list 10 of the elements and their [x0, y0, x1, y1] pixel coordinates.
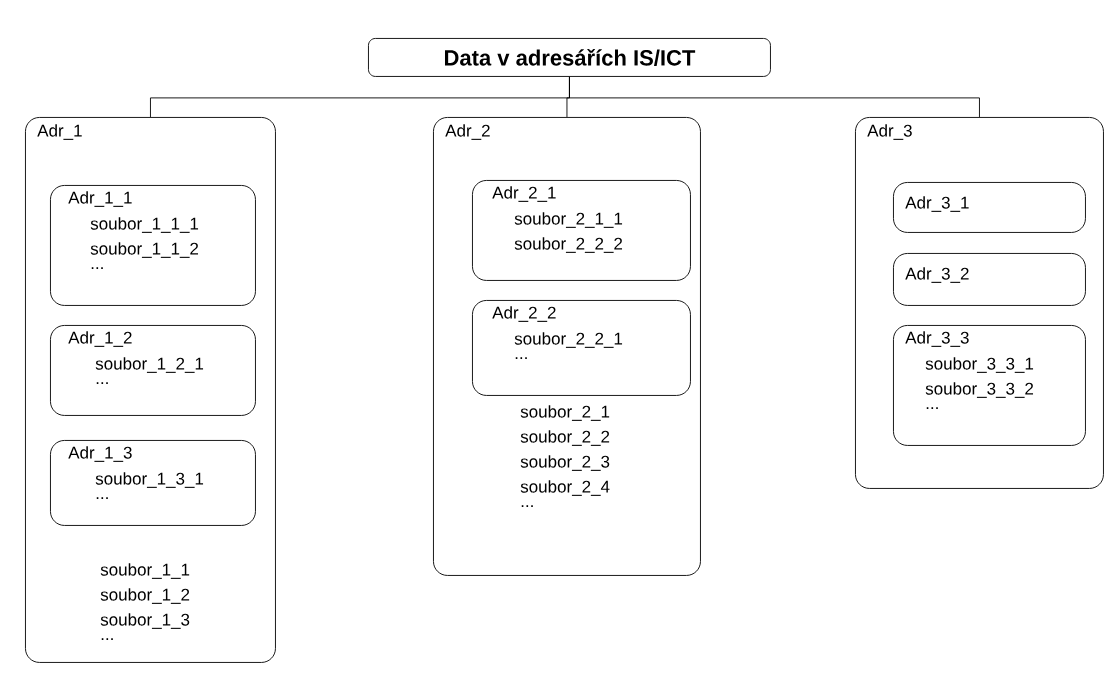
folder-box: Adr_3_1 — [893, 182, 1086, 233]
title-box: Data v adresářích IS/ICT — [368, 38, 771, 77]
folder-box: Adr_2_1 soubor_2_1_1 soubor_2_2_2 — [472, 180, 691, 281]
folder-box: Adr_1_3 soubor_1_3_1 ... — [50, 440, 256, 526]
folder-box: Adr_1_2 soubor_1_2_1 ... — [50, 325, 256, 416]
connector-line — [569, 76, 980, 118]
folder-box: Adr_3_3 soubor_3_3_1 soubor_3_3_2 ... — [893, 325, 1086, 446]
folder-box: Adr_3_2 — [893, 253, 1086, 306]
folder-box: Adr_1_1 soubor_1_1_1 soubor_1_1_2 ... — [50, 185, 256, 306]
folder-box: Adr_2_2 soubor_2_2_1 ... — [472, 300, 691, 396]
